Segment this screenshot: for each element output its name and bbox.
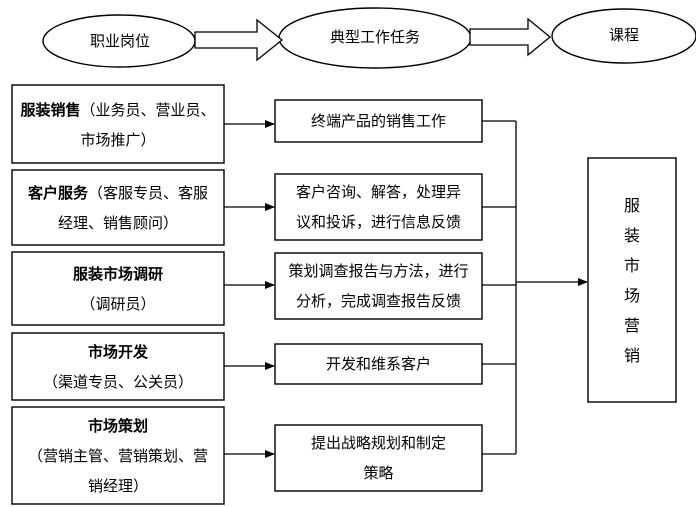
task-label-1: 终端产品的销售工作 (275, 100, 482, 142)
position-title: 服装销售 (20, 101, 81, 119)
task-line: 提出战略规划和制定 (310, 434, 446, 452)
position-detail: （渠道专员、公关员） (42, 373, 193, 391)
course-box (587, 157, 677, 403)
task-label-4: 开发和维系客户 (275, 344, 482, 384)
position-label-planning: 市场策划 （营销主管、营销策划、营 销经理） (12, 410, 224, 502)
course-char: 营 (623, 316, 640, 335)
position-detail: 销经理） (87, 477, 148, 495)
position-box-service (11, 169, 225, 246)
position-title: 服装市场调研 (72, 265, 163, 283)
task-box-2 (274, 173, 483, 241)
position-detail: 经理、销售顾问） (57, 214, 178, 232)
position-label-service: 客户服务（客服专员、客服 经理、销售顾问） (12, 172, 224, 244)
position-title: 客户服务 (27, 184, 88, 202)
course-char: 服 (623, 196, 640, 215)
job-positions-label: 职业岗位 (89, 32, 150, 50)
task-box-5 (274, 424, 483, 492)
task-line: 策划调查报告与方法，进行 (288, 262, 469, 280)
position-box-research (11, 251, 225, 326)
position-detail: （业务员、营业员、 (80, 101, 216, 119)
task-line: 策略 (363, 464, 394, 482)
position-title: 市场策划 (87, 417, 148, 435)
course-char: 市 (623, 256, 640, 275)
position-box-sales (11, 84, 225, 164)
position-title: 市场开发 (87, 343, 148, 361)
task-line: 客户咨询、解答，处理异 (295, 183, 461, 201)
task-line: 分析，完成调查报告反馈 (295, 292, 461, 310)
position-detail: （调研员） (80, 295, 156, 313)
course-char: 装 (623, 226, 640, 245)
header-block-arrow-1 (194, 18, 284, 62)
position-box-development (11, 332, 225, 401)
course-char: 销 (623, 346, 640, 365)
task-box-4 (274, 343, 483, 385)
course-ellipse (551, 8, 696, 64)
task-label-2: 客户咨询、解答，处理异 议和投诉，进行信息反馈 (275, 174, 482, 240)
course-char: 场 (623, 286, 640, 305)
position-box-planning (11, 406, 225, 505)
course-box-label: 服 装 市 场 营 销 (588, 186, 676, 376)
position-label-research: 服装市场调研 （调研员） (12, 253, 224, 325)
position-detail: 市场推广） (80, 131, 156, 149)
position-label-development: 市场开发 （渠道专员、公关员） (12, 333, 224, 401)
position-label-sales: 服装销售（业务员、营业员、 市场推广） (12, 89, 224, 161)
task-label-5: 提出战略规划和制定 策略 (275, 425, 482, 491)
header-block-arrow-2 (469, 17, 552, 57)
position-detail: （客服专员、客服 (88, 184, 209, 202)
position-detail: （营销主管、营销策划、营 (27, 447, 208, 465)
task-label-3: 策划调查报告与方法，进行 分析，完成调查报告反馈 (275, 253, 482, 319)
task-line: 开发和维系客户 (325, 355, 431, 373)
task-line: 终端产品的销售工作 (310, 112, 446, 130)
task-box-3 (274, 252, 483, 320)
typical-tasks-label: 典型工作任务 (329, 28, 420, 46)
course-label: 课程 (608, 26, 639, 44)
task-line: 议和投诉，进行信息反馈 (295, 213, 461, 231)
